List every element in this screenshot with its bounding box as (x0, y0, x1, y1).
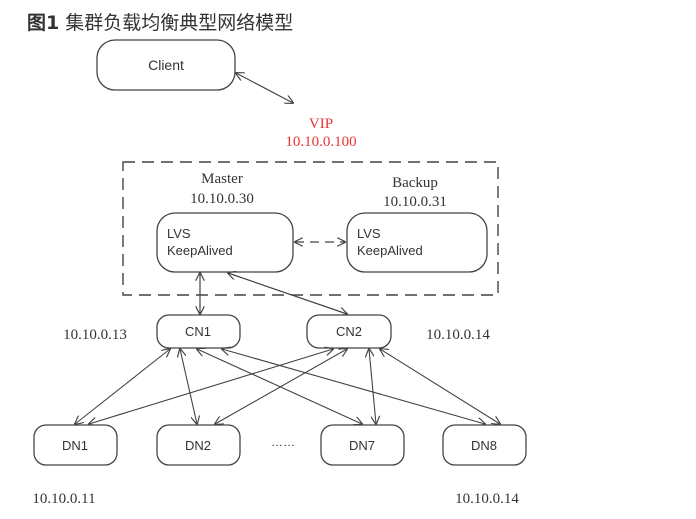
ellipsis: …… (271, 435, 295, 449)
backup-node: LVS KeepAlived (346, 212, 488, 273)
cn1-dn2-link (180, 349, 197, 424)
dn7-label: DN7 (349, 438, 375, 453)
dn2-label: DN2 (185, 438, 211, 453)
cn1-label: CN1 (185, 324, 211, 339)
dn-ip-first: 10.10.0.11 (32, 491, 95, 507)
master-cn2-link (228, 273, 347, 314)
dn7-node: DN7 (320, 424, 405, 466)
cn2-ip: 10.10.0.14 (426, 327, 490, 343)
cn1-node: CN1 (156, 314, 241, 349)
client-node: Client (96, 39, 236, 91)
dn8-node: DN8 (442, 424, 527, 466)
cn2-dn7-link (369, 349, 376, 424)
backup-role: Backup (392, 175, 438, 191)
master-line2: KeepAlived (167, 243, 233, 258)
client-label: Client (148, 57, 184, 73)
cn1-dn8-link (222, 349, 485, 424)
backup-line2: KeepAlived (357, 243, 423, 258)
cn1-ip: 10.10.0.13 (63, 327, 127, 343)
vip-label: VIP (309, 116, 333, 132)
cn1-dn7-link (197, 349, 362, 424)
backup-line1: LVS (357, 226, 381, 241)
cn2-dn2-link (215, 349, 347, 424)
master-line1: LVS (167, 226, 191, 241)
cn2-dn1-link (89, 349, 333, 424)
client-vip-link (236, 73, 293, 103)
cn1-dn1-link (75, 349, 170, 424)
cn2-node: CN2 (306, 314, 392, 349)
backup-ip: 10.10.0.31 (383, 194, 447, 210)
dn1-node: DN1 (33, 424, 118, 466)
vip-ip: 10.10.0.100 (285, 134, 356, 150)
figure-number: 图1 (27, 12, 60, 34)
cn2-dn8-link (380, 349, 500, 424)
figure-caption: 集群负载均衡典型网络模型 (65, 12, 294, 34)
master-node: LVS KeepAlived (156, 212, 294, 273)
dn-ip-last: 10.10.0.14 (455, 491, 519, 507)
dn8-label: DN8 (471, 438, 497, 453)
dn2-node: DN2 (156, 424, 241, 466)
cn2-label: CN2 (336, 324, 362, 339)
master-role: Master (201, 171, 243, 187)
master-ip: 10.10.0.30 (190, 191, 254, 207)
dn1-label: DN1 (62, 438, 88, 453)
